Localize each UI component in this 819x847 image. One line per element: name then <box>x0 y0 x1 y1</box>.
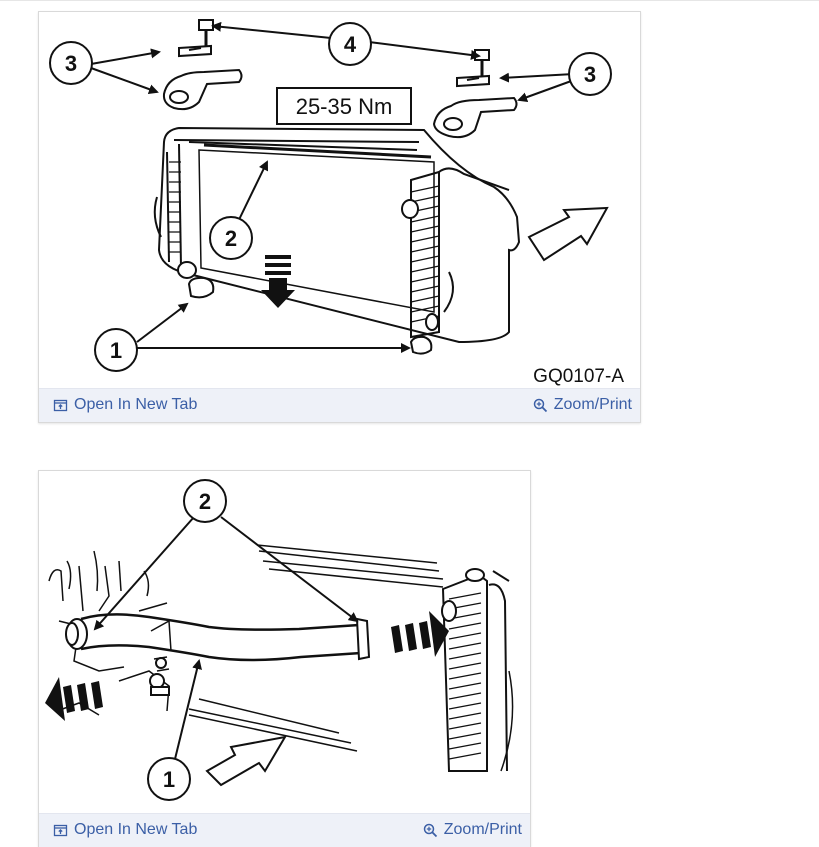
callout-1: 1 <box>163 767 175 792</box>
callout-3-left: 3 <box>65 51 77 76</box>
figure-toolbar-2: Open In New Tab Zoom/Print <box>39 813 530 847</box>
open-in-new-tab-label: Open In New Tab <box>74 396 198 413</box>
radiator-mounting-diagram[interactable]: 25-35 Nm 3 3 4 2 1 G <box>39 12 640 388</box>
open-new-tab-icon <box>53 399 68 411</box>
torque-label: 25-35 Nm <box>296 94 393 119</box>
zoom-print-link-1[interactable]: Zoom/Print <box>533 396 632 414</box>
zoom-print-link-2[interactable]: Zoom/Print <box>423 821 522 839</box>
open-in-new-tab-label: Open In New Tab <box>74 821 198 838</box>
zoom-in-icon <box>423 823 437 837</box>
zoom-in-icon <box>533 398 547 412</box>
figure-code: GQ0107-A <box>533 366 624 387</box>
open-new-tab-icon <box>53 824 68 836</box>
open-in-new-tab-link-2[interactable]: Open In New Tab <box>53 821 197 839</box>
callout-4: 4 <box>344 32 357 57</box>
zoom-print-label: Zoom/Print <box>443 821 522 838</box>
callout-2: 2 <box>199 489 211 514</box>
top-divider <box>0 0 819 1</box>
radiator-hose-diagram[interactable]: 2 1 <box>39 471 530 814</box>
callout-2: 2 <box>225 226 237 251</box>
callout-3-right: 3 <box>584 62 596 87</box>
figure-card-2: 2 1 Open In New Tab Zoom/Print <box>38 470 531 847</box>
open-in-new-tab-link-1[interactable]: Open In New Tab <box>53 396 197 414</box>
callout-1: 1 <box>110 338 122 363</box>
zoom-print-label: Zoom/Print <box>553 396 632 413</box>
figure-toolbar-1: Open In New Tab Zoom/Print <box>39 388 640 422</box>
figure-card-1: 25-35 Nm 3 3 4 2 1 G <box>38 11 641 423</box>
